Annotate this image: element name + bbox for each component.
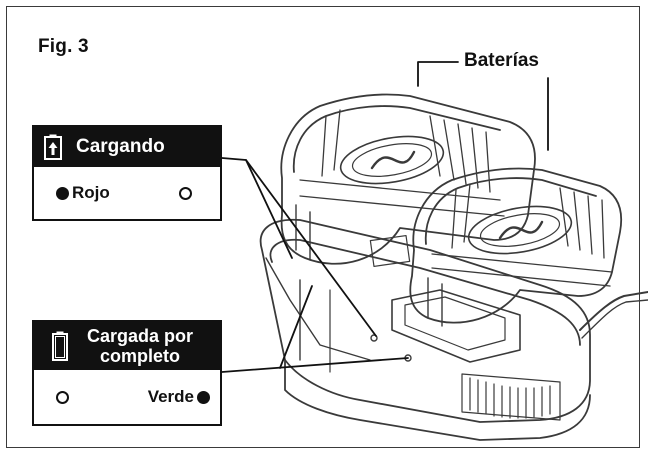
red-led-label: Rojo xyxy=(72,183,110,202)
battery-charging-icon xyxy=(44,134,62,160)
charging-indicator-leds: Rojo xyxy=(34,167,220,219)
green-led-on-icon xyxy=(197,390,210,404)
led-off-icon xyxy=(56,390,69,404)
full-indicator-title-line2: completo xyxy=(99,346,180,366)
charging-indicator-box: Cargando Rojo xyxy=(32,125,222,221)
battery-left xyxy=(280,93,536,267)
indicator-leaders xyxy=(221,157,409,373)
green-led-label: Verde xyxy=(147,387,194,406)
led-off-icon xyxy=(179,186,192,200)
red-led-on-icon xyxy=(56,186,69,200)
full-indicator-leds: Verde xyxy=(34,370,220,424)
figure-frame xyxy=(6,6,640,448)
battery-right xyxy=(409,167,622,327)
charger-base xyxy=(259,218,591,441)
battery-full-icon xyxy=(52,331,68,361)
figure-title: Fig. 3 xyxy=(38,36,89,57)
charging-indicator-title: Cargando xyxy=(76,136,165,157)
batteries-callout-label: Baterías xyxy=(464,50,539,71)
full-indicator-header: Cargada por completo xyxy=(34,322,220,370)
batteries-callout-leaders xyxy=(417,61,549,151)
charging-indicator-header: Cargando xyxy=(34,127,220,167)
full-indicator-box: Cargada por completo Verde xyxy=(32,320,222,426)
full-indicator-title-line1: Cargada por xyxy=(86,326,194,346)
power-cord xyxy=(579,291,648,331)
